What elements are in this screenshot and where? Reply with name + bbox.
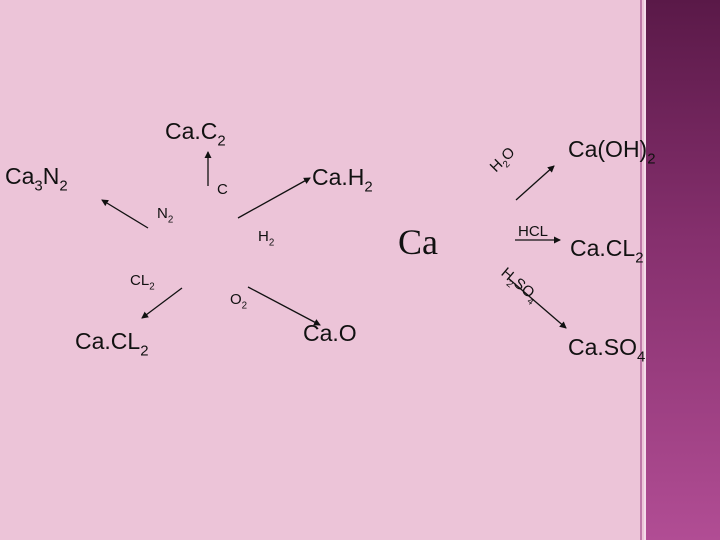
arrow-to-calcium-nitride [101,199,149,229]
product-calcium-carbide: Ca.C2 [165,118,226,150]
reagent-carbon: C [217,181,228,198]
product-calcium-hydroxide: Ca(OH)2 [568,136,656,168]
arrow-to-calcium-oxide [247,286,321,326]
product-calcium-hydride: Ca.H2 [312,164,373,196]
product-calcium-oxide: Ca.O [303,320,357,346]
arrow-to-calcium-sulfate [507,277,567,329]
reagent-sulfuric-acid: H2SO4 [497,264,538,308]
decorative-stripe [646,0,720,540]
reagent-oxygen: O2 [230,291,248,312]
arrow-to-calcium-hydride [237,177,311,219]
product-calcium-chloride-left: Ca.CL2 [75,328,149,360]
arrow-to-calcium-hydroxide [515,165,555,201]
reagent-hydrogen: H2 [258,228,275,249]
decorative-stripe-highlight [644,0,646,540]
product-calcium-nitride: Ca3N2 [5,163,68,195]
reagent-hydrochloric-acid: HCL [518,223,549,240]
reagent-nitrogen: N2 [157,205,174,226]
reagent-water: H2O [486,143,519,176]
product-calcium-chloride-right: Ca.CL2 [570,235,644,267]
central-element-ca: Ca [398,222,438,262]
reagent-chlorine: CL2 [130,272,155,293]
product-calcium-sulfate: Ca.SO4 [568,334,646,366]
arrow-to-calcium-chloride-left [141,287,183,319]
decorative-stripe-shadow [640,0,642,540]
